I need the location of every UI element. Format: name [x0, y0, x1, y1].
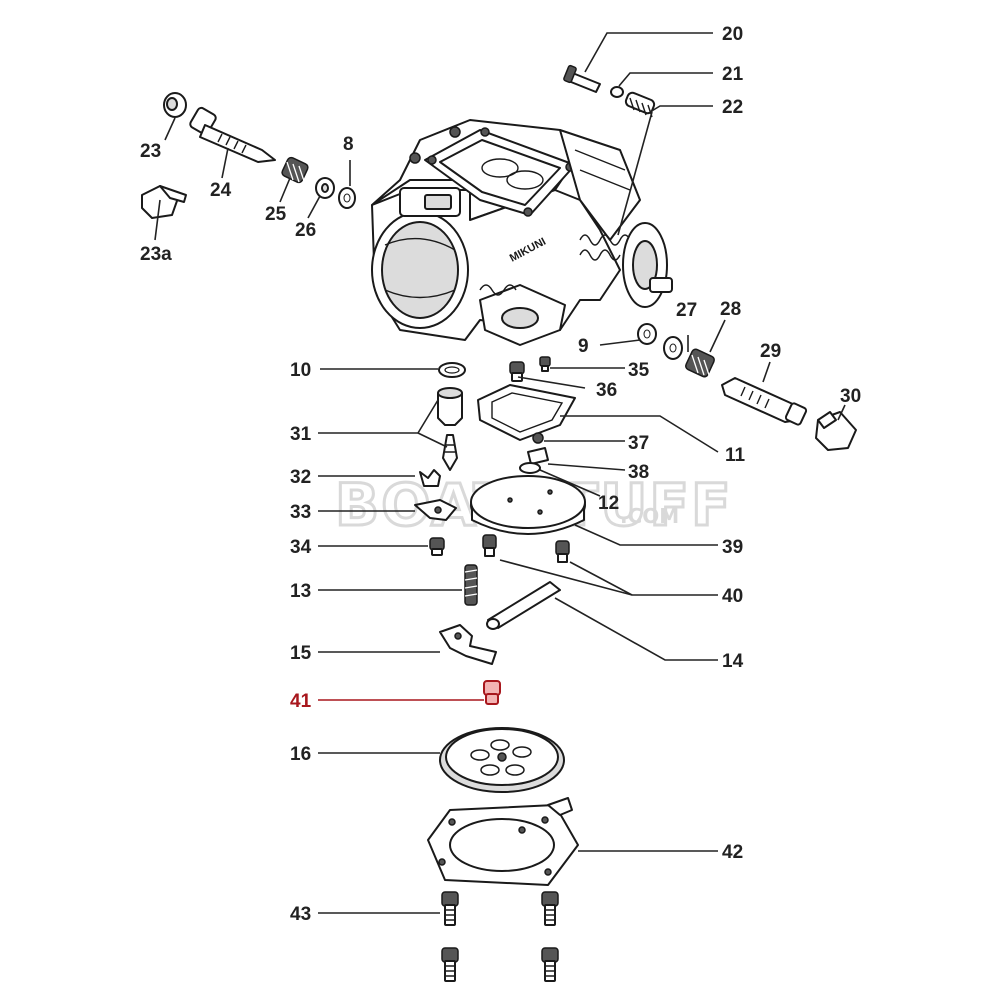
part-41-screw-highlighted [483, 680, 501, 705]
part-38-bracket [527, 447, 549, 465]
callout-31: 31 [290, 424, 312, 445]
callout-labels: 20 21 22 23 23a 24 25 26 8 27 28 29 30 9… [140, 24, 861, 925]
callout-11: 11 [725, 445, 746, 466]
part-13-spring [464, 564, 478, 606]
callout-22: 22 [722, 97, 743, 118]
part-21-oring [610, 86, 624, 98]
part-36-jet [509, 361, 525, 382]
part-15-lever [439, 624, 497, 665]
part-16-diaphragm [439, 727, 565, 793]
part-39-pump-cover [470, 475, 586, 535]
part-31-needle-valve [437, 387, 463, 471]
callout-28: 28 [720, 299, 741, 320]
part-11-gasket [477, 384, 576, 441]
part-14-pin [486, 581, 561, 630]
callout-23: 23 [140, 141, 161, 162]
callout-42: 42 [722, 842, 743, 863]
part-23-cap [163, 92, 187, 118]
part-25-spring [281, 156, 309, 185]
callout-8: 8 [343, 134, 354, 155]
leader-lines [154, 32, 846, 914]
part-40-screws [482, 534, 570, 563]
part-20-screw [563, 64, 601, 93]
callout-27: 27 [676, 300, 697, 321]
callout-16: 16 [290, 744, 311, 765]
part-30-clip [815, 411, 857, 451]
callout-39: 39 [722, 537, 743, 558]
callout-14: 14 [722, 651, 744, 672]
callout-32: 32 [290, 467, 311, 488]
part-22-spring [624, 91, 656, 118]
callout-30: 30 [840, 386, 861, 407]
callout-40: 40 [722, 586, 743, 607]
part-35-plug [539, 356, 551, 372]
part-23a-clip [141, 185, 187, 219]
callout-21: 21 [722, 64, 744, 85]
callout-33: 33 [290, 502, 311, 523]
callout-13: 13 [290, 581, 311, 602]
part-37-screw [532, 432, 544, 444]
part-24-needle-screw [189, 106, 276, 163]
callout-26: 26 [295, 220, 316, 241]
throttle-spring [579, 234, 631, 261]
watermark-suffix: .COM [620, 504, 679, 528]
callout-15: 15 [290, 643, 312, 664]
carburetor-body: MIKUNI [371, 119, 673, 346]
callout-25: 25 [265, 204, 287, 225]
callout-38: 38 [628, 462, 649, 483]
callout-34: 34 [290, 537, 312, 558]
callout-24: 24 [210, 180, 232, 201]
callout-37: 37 [628, 433, 649, 454]
callout-41: 41 [290, 691, 312, 712]
callout-10: 10 [290, 360, 311, 381]
part-28-spring [685, 348, 715, 379]
callout-9: 9 [578, 336, 589, 357]
callout-35: 35 [628, 360, 650, 381]
callout-36: 36 [596, 380, 617, 401]
part-29-needle-screw [721, 377, 808, 426]
callout-20: 20 [722, 24, 743, 45]
callout-23a: 23a [140, 244, 172, 265]
callout-29: 29 [760, 341, 781, 362]
part-32-clip [419, 469, 441, 487]
part-12-washer [519, 462, 541, 474]
part-34-screw [429, 537, 445, 556]
callout-43: 43 [290, 904, 311, 925]
callout-12: 12 [598, 493, 619, 514]
part-42-cover-plate [427, 797, 579, 886]
part-43-screws [441, 891, 559, 982]
